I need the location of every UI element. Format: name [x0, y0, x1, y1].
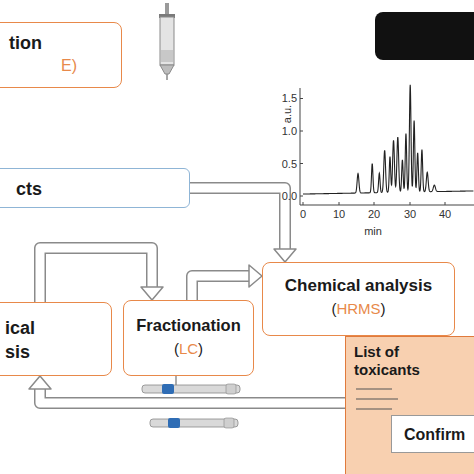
box-title: Chemical analysis — [263, 276, 454, 296]
tick-label: 10 — [333, 208, 345, 220]
axis-tick — [300, 196, 303, 197]
process-box: Confirm — [391, 415, 474, 453]
axis-tick — [445, 202, 446, 205]
text-line — [356, 388, 392, 389]
axis-tick — [339, 202, 340, 205]
arrow-head — [29, 376, 51, 389]
panel-tag — [375, 12, 474, 60]
axis-title: min — [364, 225, 382, 237]
arrow-head — [141, 287, 163, 300]
lc-column — [142, 385, 240, 393]
document-box: List of toxicantsConfirm — [345, 336, 474, 474]
cartridge-barrel — [160, 17, 174, 65]
process-box: tionE) — [0, 22, 122, 88]
chromatogram-trace — [303, 85, 473, 194]
cartridge-tip — [160, 65, 174, 74]
box-title: List of toxicants — [354, 343, 434, 379]
process-box: Chemical analysis (HRMS) — [262, 262, 455, 336]
box-title: tion — [9, 32, 121, 54]
box-subtitle: E) — [61, 56, 121, 75]
box-subtitle: (LC) — [124, 340, 253, 358]
axis-tick — [300, 131, 303, 132]
arrow-fill — [40, 248, 152, 302]
arrow-outline — [40, 248, 152, 302]
axis-tick — [374, 202, 375, 205]
tick-label: 30 — [404, 208, 416, 220]
spe-cartridge — [159, 3, 175, 80]
chromatogram — [300, 85, 474, 205]
arrow-fill — [192, 276, 249, 300]
box-subtitle: (HRMS) — [263, 300, 454, 318]
lc-columns — [142, 376, 240, 428]
flow-arrow — [192, 265, 262, 300]
process-box: ical sis — [0, 302, 112, 376]
tick-label: 20 — [368, 208, 380, 220]
axis-title: a.u. — [281, 105, 293, 123]
box-title: Confirm — [404, 425, 474, 444]
tick-label: 40 — [439, 208, 451, 220]
tick-label: 0.5 — [282, 158, 297, 170]
tick-label: 0.0 — [282, 190, 297, 202]
flow-arrow — [190, 188, 296, 262]
arrow-outline — [192, 276, 249, 300]
process-box: Fractionation (LC) — [123, 300, 254, 376]
tick-label: 0 — [300, 208, 306, 220]
process-box: cts — [0, 168, 190, 208]
cartridge-needle — [166, 74, 168, 80]
flow-arrow — [29, 376, 345, 403]
column-fitting — [168, 418, 180, 428]
tick-label: 1.0 — [282, 125, 297, 137]
axis-tick — [303, 202, 304, 205]
box-title: Fractionation — [124, 315, 253, 335]
x-axis — [300, 205, 474, 206]
text-line — [356, 408, 392, 409]
axis-tick — [300, 163, 303, 164]
column-fitting — [226, 384, 236, 394]
lc-column — [150, 419, 238, 427]
tick-label: 1.5 — [282, 92, 297, 104]
arrow-head — [274, 249, 296, 262]
y-axis — [300, 88, 301, 205]
sorbent-bed — [161, 50, 173, 62]
arrow-fill — [190, 188, 285, 249]
column-fitting — [224, 418, 234, 428]
column-fitting — [162, 384, 174, 394]
arrow-head — [249, 265, 262, 287]
axis-tick — [300, 98, 303, 99]
arrow-outline — [190, 188, 285, 249]
axis-tick — [410, 202, 411, 205]
box-title: cts — [16, 178, 189, 200]
flow-arrow — [40, 248, 163, 302]
text-line — [356, 398, 398, 399]
box-title: ical sis — [5, 316, 51, 364]
